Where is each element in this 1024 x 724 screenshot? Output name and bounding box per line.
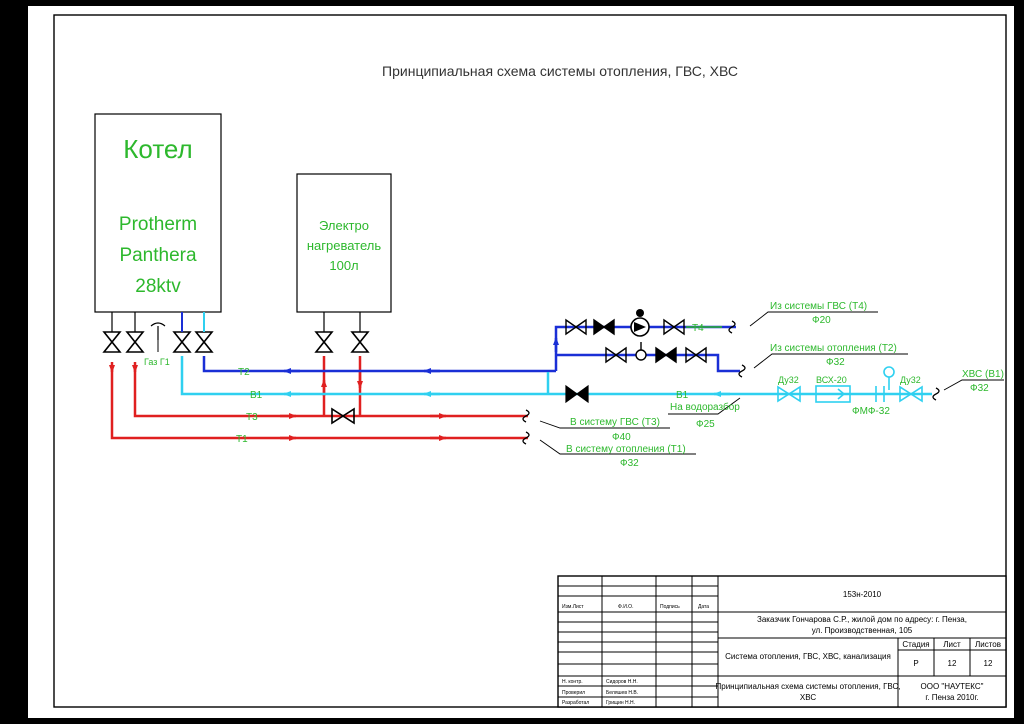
tb-col-sign: Подпись — [660, 604, 680, 610]
boiler-valves — [102, 331, 370, 353]
tb-hdr-sheet: Лист — [943, 640, 961, 649]
tb-col-date: Дата — [698, 604, 709, 610]
valve-boiler-t1 — [102, 331, 122, 353]
pipe-b1 — [180, 356, 932, 396]
note-vsh20: ВСХ-20 — [816, 375, 847, 385]
note-fmf32: ФМФ-32 — [852, 406, 890, 417]
pump-arrow — [634, 322, 646, 332]
tb-role-2: Проверил — [562, 690, 585, 696]
note-du32-b: Ду32 — [900, 375, 921, 385]
water-heater-box — [296, 173, 392, 313]
t4-loop-valves — [565, 318, 707, 364]
valve-t4-a — [565, 318, 587, 336]
valve-t4-c — [663, 318, 685, 336]
meter-arrow — [822, 388, 846, 400]
valve-du32-a — [777, 385, 801, 403]
valve-heater-b — [350, 331, 370, 353]
heater-line3: 100л — [329, 258, 358, 273]
tb-sheet-title-line1: Принципиальная схема системы отопления, … — [716, 682, 901, 691]
tb-name-3: Грищин Н.Н. — [606, 700, 635, 706]
note-water-draw-d: Ф25 — [696, 419, 715, 430]
tb-col-fio: Ф.И.О. — [618, 604, 633, 610]
valve-b1-line — [565, 384, 589, 404]
boiler-model-line2: Panthera — [119, 245, 197, 266]
drawing-frame — [53, 14, 1007, 708]
tb-val-sheet: 12 — [948, 659, 957, 668]
leader-lines — [539, 311, 1004, 455]
note-to-heat-t1: В систему отопления (Т1) — [566, 444, 686, 455]
note-hvs-b1: ХВС (В1) — [962, 369, 1004, 380]
heater-line1: Электро — [319, 218, 369, 233]
tb-customer-line1: Заказчик Гончарова С.Р., жилой дом по ад… — [757, 615, 967, 624]
note-heat-t2-d: Ф32 — [826, 357, 845, 368]
tb-hdr-stage: Стадия — [902, 640, 929, 649]
label-t1: T1 — [236, 434, 248, 445]
filter-gauge — [883, 366, 895, 378]
boiler-model-line3: 28ktv — [135, 276, 181, 297]
valve-boiler-t2 — [172, 331, 192, 353]
boiler-model-line1: Protherm — [119, 214, 197, 235]
break-t2 — [738, 364, 746, 378]
valve-boiler-b1 — [194, 331, 214, 353]
break-t1 — [522, 431, 530, 445]
tb-hdr-sheets: Листов — [975, 640, 1001, 649]
label-t4: T4 — [692, 323, 704, 334]
tb-customer-line2: ул. Производственная, 105 — [812, 626, 913, 635]
pump-top — [636, 309, 644, 317]
tb-val-stage: Р — [913, 659, 918, 668]
note-heat-t2: Из системы отопления (Т2) — [770, 343, 897, 354]
valve-t2-b — [655, 346, 677, 364]
label-b1-right: B1 — [676, 390, 689, 401]
boiler-box — [94, 113, 222, 313]
valve-t4-b — [593, 318, 615, 336]
tb-val-sheets: 12 — [984, 659, 993, 668]
note-to-gvs-t3-d: Ф40 — [612, 432, 631, 443]
diagram-title: Принципиальная схема системы отопления, … — [382, 63, 738, 79]
inlet-equipment — [777, 385, 923, 403]
gas-cap — [150, 322, 166, 327]
tb-sheet-title-line2: ХВС — [800, 693, 816, 702]
title-block — [557, 575, 1007, 708]
note-du32-a: Ду32 — [778, 375, 799, 385]
tb-system: Система отопления, ГВС, ХВС, канализация — [725, 652, 891, 661]
tb-org-line2: г. Пенза 2010г. — [925, 693, 978, 702]
pipe-t1 — [110, 366, 528, 440]
tb-code: 153н-2010 — [843, 590, 882, 599]
boiler-label: Котел — [123, 134, 192, 164]
break-t4 — [728, 320, 736, 334]
check-valve-t2 — [635, 349, 647, 361]
break-b1 — [932, 387, 940, 401]
valve-boiler-t3 — [125, 331, 145, 353]
tb-col-izm: Изм.Лист — [562, 604, 584, 610]
label-t3: T3 — [246, 412, 258, 423]
note-gvs-t4: Из системы ГВС (Т4) — [770, 301, 867, 312]
note-water-draw: На водоразбор — [670, 401, 740, 413]
valve-heater-a — [314, 331, 334, 353]
pipe-breaks — [522, 320, 940, 445]
tb-name-1: Сидоров Н.Н. — [606, 679, 638, 685]
note-to-heat-t1-d: Ф32 — [620, 458, 639, 469]
tb-org-line1: ООО "НАУТЕКС" — [921, 682, 984, 691]
note-to-gvs-t3: В систему ГВС (Т3) — [570, 417, 660, 428]
label-gas: Газ Г1 — [144, 357, 170, 367]
label-b1-left: B1 — [250, 390, 263, 401]
filter-fmf32 — [875, 386, 885, 402]
valve-t2-a — [605, 346, 627, 364]
pipe-t3 — [133, 366, 528, 418]
pipe-t2-loop — [554, 325, 736, 371]
note-hvs-b1-d: Ф32 — [970, 383, 989, 394]
tb-role-1: Н. контр. — [562, 679, 583, 685]
break-t3 — [522, 409, 530, 423]
tb-name-2: Беляшев Н.В. — [606, 690, 638, 696]
note-gvs-t4-d: Ф20 — [812, 315, 831, 326]
meter-vsh20 — [815, 385, 851, 403]
valve-du32-b — [899, 385, 923, 403]
valve-t2-c — [685, 346, 707, 364]
valve-t3-line — [331, 407, 355, 425]
heater-line2: нагреватель — [307, 238, 382, 253]
label-t2: T2 — [238, 367, 250, 378]
tb-role-3: Разработал — [562, 700, 589, 706]
